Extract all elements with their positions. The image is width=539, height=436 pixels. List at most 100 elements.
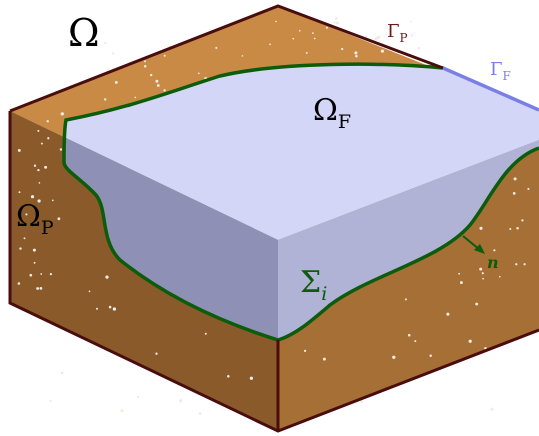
sigma-sub: i [321, 283, 327, 305]
grain-dot [499, 275, 501, 278]
grain-dot [105, 275, 109, 279]
grain-dot [376, 35, 381, 39]
grain-dot [37, 168, 40, 172]
grain-dot [298, 29, 301, 32]
grain-dot [468, 339, 472, 343]
grain-dot [395, 22, 398, 25]
grain-dot [95, 307, 99, 310]
gamma-f-main: Γ [490, 59, 503, 80]
grain-dot [29, 273, 33, 277]
grain-dot [114, 80, 118, 84]
grain-dot [39, 287, 43, 290]
grain-dot [49, 272, 53, 276]
grain-dot [197, 72, 200, 75]
omega-p-main: Ω [16, 199, 41, 234]
normal-label: n [487, 253, 499, 272]
omega-f-label: ΩF [313, 93, 351, 133]
sigma-main: Σ [300, 265, 321, 300]
grain-dot [380, 49, 385, 53]
omega-f-sub: F [338, 111, 351, 133]
omega-label: Ω [68, 11, 100, 55]
interface-curve-front [62, 146, 539, 342]
grain-dot [374, 37, 378, 41]
grain-dot [313, 37, 316, 40]
grain-dot [17, 282, 21, 285]
grain-dot [354, 51, 358, 55]
grain-dot [410, 20, 412, 23]
grain-dot [241, 55, 244, 57]
grain-dot [333, 21, 336, 24]
normal-vector [462, 235, 485, 254]
grain-dot [155, 352, 158, 355]
grain-dot [249, 376, 254, 380]
grain-dot [446, 312, 450, 316]
grain-dot [23, 237, 26, 240]
grain-dot [163, 54, 166, 57]
grain-dot [512, 192, 516, 195]
grain-dot [111, 52, 115, 55]
grain-dot [59, 148, 63, 151]
grain-dot [60, 371, 64, 375]
grain-dot [36, 287, 39, 290]
grain-dot [104, 41, 107, 45]
grain-dot [521, 219, 524, 222]
interface-curve-top [62, 62, 444, 163]
grain-dot [17, 148, 21, 152]
omega-p-sub: P [41, 217, 54, 239]
grain-dot [459, 281, 463, 285]
grain-dot [414, 340, 417, 343]
fluid-top-face [64, 64, 539, 241]
grain-dot [30, 195, 35, 199]
grain-dot [325, 26, 328, 29]
grain-dot [355, 54, 358, 58]
grain-dot [334, 16, 338, 20]
grain-dot [493, 249, 496, 252]
grain-dot [103, 98, 107, 101]
grain-dot [32, 248, 36, 252]
gamma-p-sub: P [400, 31, 408, 45]
grain-dot [215, 46, 218, 49]
grain-dot [305, 51, 308, 54]
grain-dot [322, 357, 326, 361]
grain-dot [335, 21, 340, 25]
grain-dot [33, 164, 37, 167]
grain-dot [269, 43, 271, 46]
outline-back [9, 4, 444, 113]
grain-dot [198, 412, 202, 415]
grain-dot [40, 273, 43, 275]
grain-dot [458, 272, 460, 275]
omega-p-label: ΩP [16, 199, 54, 239]
grain-dot [407, 333, 411, 337]
grain-dot [143, 65, 147, 68]
outline-front [8, 111, 539, 433]
grain-dot [364, 35, 368, 38]
grain-dot [479, 267, 483, 271]
grain-dot [179, 399, 183, 403]
gamma-f-label: ΓF [490, 59, 511, 83]
gamma-f-boundary [442, 66, 539, 112]
gamma-p-main: Γ [387, 21, 400, 42]
grain-dot [341, 47, 344, 51]
fluid-block [64, 64, 539, 340]
box-outline [8, 4, 539, 433]
grain-dot [516, 226, 519, 230]
grain-dot [523, 263, 526, 266]
grain-dot [37, 199, 41, 203]
grain-dot [44, 165, 48, 169]
grain-dot [19, 247, 22, 250]
grain-dot [527, 187, 530, 190]
grain-dot [88, 290, 91, 293]
grain-dot [509, 227, 512, 231]
grain-dot [303, 349, 307, 353]
grain-dot [57, 217, 61, 221]
grain-dot [312, 32, 314, 34]
grain-dot [112, 307, 117, 311]
grain-dot [155, 79, 159, 83]
grain-dot [120, 409, 124, 413]
grain-dot [490, 407, 494, 411]
grain-dot [360, 400, 364, 404]
grain-dot [25, 213, 28, 216]
grain-dot [417, 46, 421, 50]
grain-dot [404, 298, 407, 301]
